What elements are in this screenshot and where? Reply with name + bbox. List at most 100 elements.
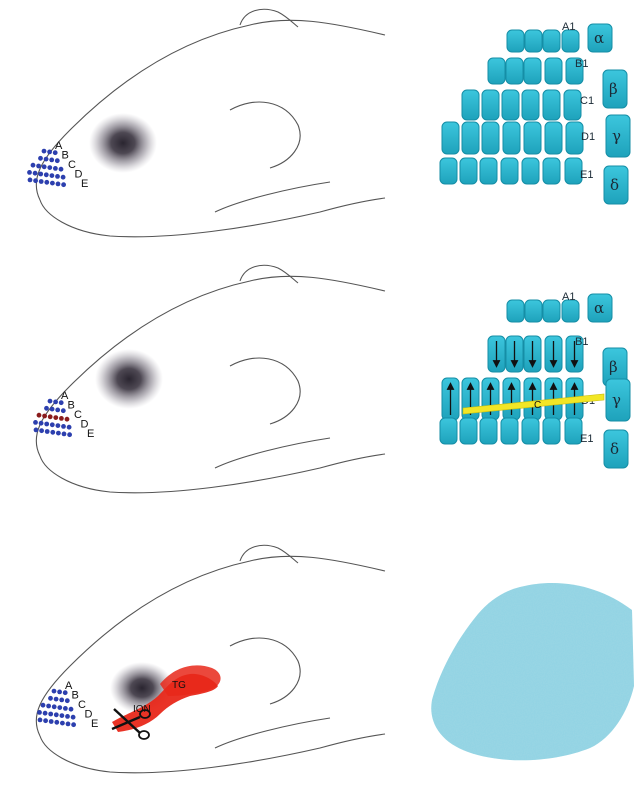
whisker-dot bbox=[37, 710, 42, 715]
whisker-dot bbox=[48, 414, 53, 419]
barrel bbox=[460, 158, 477, 184]
whisker-dot bbox=[44, 422, 49, 427]
whisker-dot bbox=[53, 415, 58, 420]
rat-head-panel-2: ABCDE bbox=[33, 265, 385, 492]
whisker-dot bbox=[59, 416, 64, 421]
whisker-pad bbox=[37, 689, 76, 727]
whisker-dot bbox=[38, 156, 43, 161]
barrel bbox=[543, 30, 560, 52]
barrel bbox=[525, 300, 542, 322]
whisker-dot bbox=[55, 158, 60, 163]
whisker-dot bbox=[33, 171, 38, 176]
whisker-dot bbox=[31, 163, 36, 168]
whisker-dot bbox=[42, 149, 47, 154]
barrel-column-label: E1 bbox=[580, 169, 593, 181]
whisker-dot bbox=[42, 414, 47, 419]
row-c-label: C bbox=[534, 400, 541, 411]
barrel bbox=[543, 90, 560, 120]
ear-outline bbox=[240, 265, 298, 283]
whisker-dot bbox=[39, 428, 44, 433]
whisker-dot bbox=[59, 167, 64, 172]
whisker-dot bbox=[65, 417, 70, 422]
barrel-column-label: B1 bbox=[575, 336, 588, 348]
whisker-dot bbox=[55, 408, 60, 413]
barrel bbox=[440, 418, 457, 444]
whisker-dot bbox=[65, 698, 70, 703]
barrel bbox=[442, 122, 459, 154]
barrel-column-label: C1 bbox=[580, 95, 594, 107]
whisker-dot bbox=[41, 703, 46, 708]
barrel bbox=[543, 418, 560, 444]
barrel bbox=[543, 158, 560, 184]
ear-opening-outline bbox=[230, 358, 300, 424]
whisker-dot bbox=[48, 712, 53, 717]
whisker-dot bbox=[45, 429, 50, 434]
whisker-dot bbox=[62, 432, 67, 437]
straddler-label: β bbox=[609, 80, 618, 98]
whisker-dot bbox=[49, 719, 54, 724]
barrel bbox=[524, 122, 541, 154]
barrel bbox=[482, 122, 499, 154]
whisker-dot bbox=[59, 698, 64, 703]
whisker-dot bbox=[46, 704, 51, 709]
whisker-dot bbox=[38, 718, 43, 723]
ear-opening-outline bbox=[230, 638, 300, 704]
whisker-dot bbox=[36, 164, 41, 169]
whisker-dot bbox=[54, 720, 59, 725]
barrel bbox=[502, 90, 519, 120]
barrel bbox=[507, 300, 524, 322]
barrel bbox=[562, 300, 579, 322]
barrel bbox=[501, 158, 518, 184]
whisker-dot bbox=[39, 179, 44, 184]
whisker-pad bbox=[27, 149, 66, 187]
whisker-row-label: E bbox=[91, 718, 98, 730]
whisker-dot bbox=[66, 722, 71, 727]
whisker-dot bbox=[71, 722, 76, 727]
whisker-dot bbox=[43, 718, 48, 723]
cortex-spot bbox=[89, 113, 157, 173]
barrel bbox=[524, 58, 541, 84]
straddler-label: γ bbox=[612, 127, 621, 145]
barrel bbox=[503, 122, 520, 154]
barrel bbox=[507, 30, 524, 52]
whisker-dot bbox=[56, 423, 61, 428]
barrel bbox=[462, 90, 479, 120]
barrel bbox=[506, 58, 523, 84]
ear-opening-outline bbox=[230, 102, 300, 168]
whisker-dot bbox=[61, 175, 66, 180]
whisker-row-label: E bbox=[81, 178, 88, 190]
barrel bbox=[522, 418, 539, 444]
whisker-dot bbox=[44, 157, 49, 162]
straddler-label: α bbox=[594, 299, 604, 317]
whisker-dot bbox=[33, 420, 38, 425]
barrel bbox=[488, 58, 505, 84]
whisker-dot bbox=[47, 165, 52, 170]
whisker-dot bbox=[55, 174, 60, 179]
barrel-map-panel-2: A1B1D1E1αβγδC bbox=[440, 291, 630, 468]
ear-outline bbox=[240, 9, 298, 27]
barrel bbox=[564, 90, 581, 120]
whisker-dot bbox=[56, 431, 61, 436]
whisker-dot bbox=[65, 714, 70, 719]
whisker-dot bbox=[48, 399, 53, 404]
whisker-dot bbox=[63, 706, 68, 711]
barrel-column-label: B1 bbox=[575, 58, 588, 70]
barrel bbox=[440, 158, 457, 184]
whisker-dot bbox=[50, 173, 55, 178]
whisker-dot bbox=[42, 164, 47, 169]
whisker-dot bbox=[57, 690, 62, 695]
whisker-dot bbox=[47, 150, 52, 155]
straddler-label: β bbox=[609, 358, 618, 376]
cortex-spot bbox=[95, 349, 163, 409]
cheek-outline bbox=[215, 438, 330, 468]
barrel-column-label: D1 bbox=[581, 131, 595, 143]
barrel bbox=[460, 418, 477, 444]
whisker-dot bbox=[60, 713, 65, 718]
straddler-label: α bbox=[594, 29, 604, 47]
barrel bbox=[545, 58, 562, 84]
whisker-dot bbox=[44, 406, 49, 411]
whisker-dot bbox=[50, 422, 55, 427]
